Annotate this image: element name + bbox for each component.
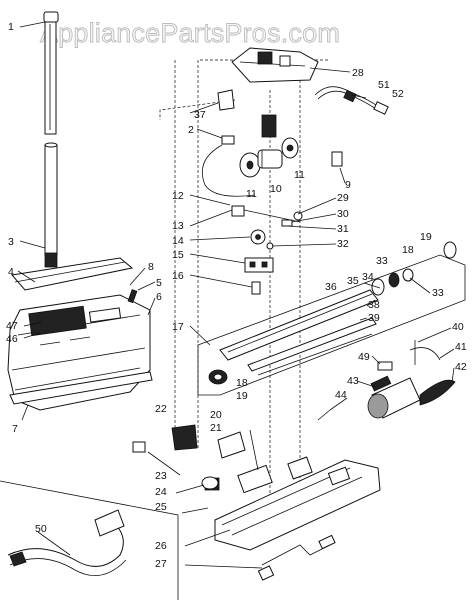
label-part-33b: 33 [432, 287, 444, 299]
label-part-42: 42 [455, 361, 467, 373]
motor [367, 375, 421, 419]
agitator-pulley-11-left [239, 152, 261, 178]
label-part-14: 14 [172, 235, 184, 247]
rod-44 [317, 409, 331, 421]
washers-29-32 [266, 211, 303, 250]
bolt-25 [181, 507, 209, 514]
wheel-axle-10 [257, 114, 283, 169]
label-part-31: 31 [337, 223, 349, 235]
label-part-46: 46 [6, 333, 18, 345]
cap-23 [132, 441, 146, 453]
label-part-27: 27 [155, 558, 167, 570]
label-part-11b: 11 [294, 169, 305, 181]
label-part-23: 23 [155, 470, 167, 482]
clip-16 [251, 281, 261, 295]
pedal-22 [171, 424, 198, 451]
label-part-30: 30 [337, 208, 349, 220]
switch-housing [231, 47, 319, 83]
label-part-26: 26 [155, 540, 167, 552]
label-part-12: 12 [172, 190, 184, 202]
bumper-strip [9, 371, 153, 405]
label-part-24: 24 [155, 486, 167, 498]
label-part-41: 41 [455, 341, 467, 353]
agitator-assembly-frame [197, 254, 466, 396]
wheel-24 [201, 476, 219, 490]
leader-lines [17, 21, 455, 569]
screw-part-5 [127, 289, 138, 304]
label-part-18a: 18 [402, 244, 414, 256]
base-pan [204, 456, 381, 551]
label-part-39: 39 [368, 312, 380, 324]
handle-upper-tube [43, 11, 59, 135]
label-part-25: 25 [155, 501, 167, 513]
label-part-40: 40 [452, 321, 464, 333]
label-part-22: 22 [155, 403, 167, 415]
handle-lower-tube [44, 142, 58, 268]
label-part-34: 34 [362, 271, 374, 283]
watermark-text: AppliancePartsPros.com [40, 18, 340, 48]
label-part-21: 21 [210, 422, 222, 434]
label-part-11a: 11 [246, 188, 257, 200]
bracket-41 [409, 347, 441, 361]
label-part-20: 20 [210, 409, 222, 421]
wire-harness [201, 144, 256, 197]
label-part-43: 43 [347, 375, 359, 387]
clip-2 [221, 135, 235, 145]
label-part-15: 15 [172, 249, 184, 261]
label-part-18b: 18 [236, 377, 248, 389]
hose-inset [0, 480, 179, 600]
cord-cover [11, 257, 134, 291]
label-part-50: 50 [35, 523, 47, 535]
label-part-33a: 33 [376, 255, 388, 267]
label-part-44: 44 [335, 389, 347, 401]
label-part-37: 37 [194, 109, 206, 121]
end-cap-left [208, 369, 228, 385]
bracket-37 [217, 89, 235, 111]
label-part-9: 9 [345, 179, 351, 191]
agitator-brush-roll [219, 289, 379, 376]
latch-9 [331, 151, 343, 167]
label-part-2: 2 [188, 124, 194, 136]
label-part-29: 29 [337, 192, 349, 204]
bracket-15 [244, 257, 274, 273]
label-part-10: 10 [270, 183, 282, 195]
agitator-pulley-11-right [281, 137, 299, 159]
label-part-16: 16 [172, 270, 184, 282]
label-part-19b: 19 [236, 390, 248, 402]
label-part-6: 6 [156, 291, 162, 303]
label-49 [377, 361, 393, 371]
label-part-1: 1 [8, 21, 14, 33]
label-part-13: 13 [172, 220, 184, 232]
belt-42 [419, 379, 456, 406]
label-part-52: 52 [392, 88, 404, 100]
label-part-19a: 19 [420, 231, 432, 243]
label-part-47: 47 [6, 320, 18, 332]
label-part-8: 8 [148, 261, 154, 273]
label-part-5: 5 [156, 277, 162, 289]
handle-bail-27 [257, 534, 336, 581]
part-number-labels: 1 2 3 4 5 6 7 8 9 10 11 11 12 13 14 15 1… [6, 21, 467, 570]
label-part-3: 3 [8, 236, 14, 248]
label-part-4: 4 [8, 266, 14, 278]
bracket-20-21 [217, 429, 259, 471]
label-part-38: 38 [368, 299, 380, 311]
power-cord-plug [314, 86, 389, 115]
label-part-49: 49 [358, 351, 370, 363]
label-part-7: 7 [12, 423, 18, 435]
label-part-32: 32 [337, 238, 349, 250]
label-part-36: 36 [325, 281, 337, 293]
gear-14 [250, 229, 266, 245]
label-part-35: 35 [347, 275, 359, 287]
label-part-17: 17 [172, 321, 184, 333]
label-part-28: 28 [352, 67, 364, 79]
label-part-51: 51 [378, 79, 390, 91]
